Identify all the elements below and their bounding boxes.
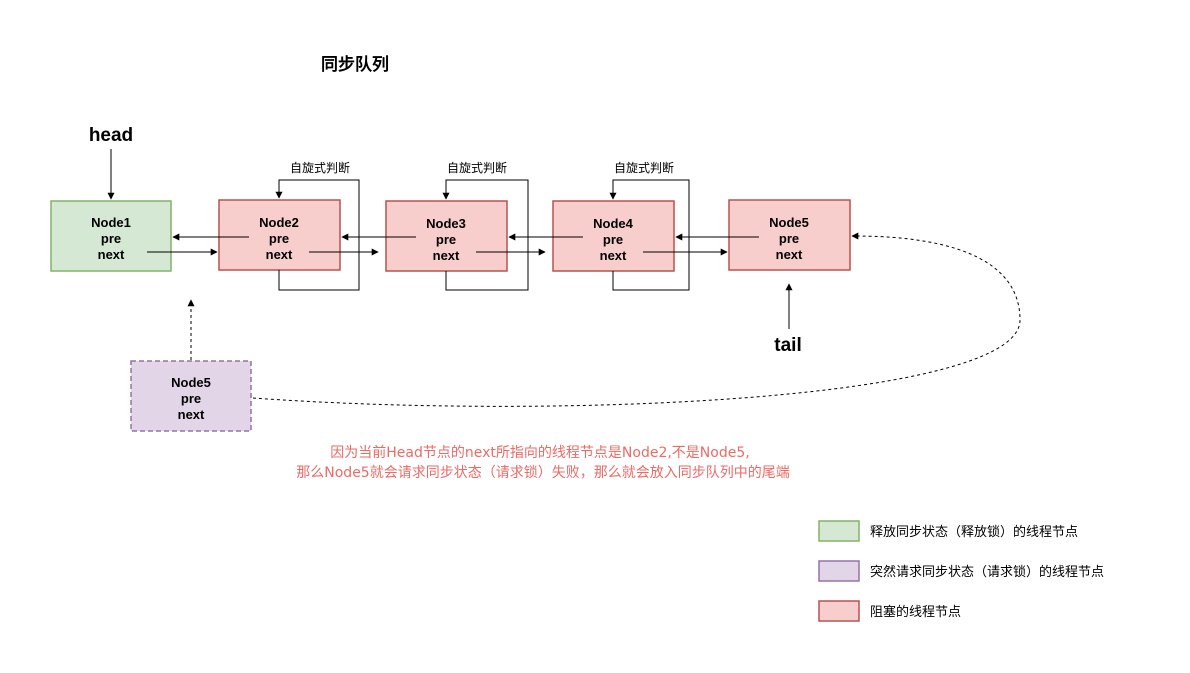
- legend-swatch-requesting: [818, 560, 860, 582]
- node-4-name: Node4: [593, 216, 634, 231]
- node-5: Node5 pre next: [728, 199, 851, 271]
- legend: 释放同步状态（释放锁）的线程节点 突然请求同步状态（请求锁）的线程节点 阻塞的线…: [818, 520, 1104, 622]
- requesting-node-box: [130, 360, 252, 432]
- note-line-1: 因为当前Head节点的next所指向的线程节点是Node2,不是Node5,: [330, 444, 749, 461]
- spin-label-node-2: 自旋式判断: [290, 160, 350, 175]
- node-1-pre: pre: [101, 231, 121, 246]
- legend-swatch-released: [818, 520, 860, 542]
- legend-label-blocked: 阻塞的线程节点: [870, 604, 961, 620]
- requesting-node-pre: pre: [181, 391, 201, 406]
- spin-loop-node-2: [275, 179, 360, 291]
- node-3-name: Node3: [426, 216, 466, 231]
- node-3-next: next: [433, 248, 460, 263]
- requesting-node-name: Node5: [171, 375, 211, 390]
- node-3-pre: pre: [436, 232, 456, 247]
- node-2-name: Node2: [259, 215, 299, 230]
- requesting-node-5: Node5 pre next: [130, 360, 252, 432]
- node-2-next: next: [266, 247, 293, 262]
- node-4-pre: pre: [603, 232, 623, 247]
- node-5-next: next: [776, 247, 803, 262]
- node-5-pre: pre: [779, 231, 799, 246]
- node-4: Node4 pre next: [552, 200, 675, 272]
- node-3-box: [385, 200, 508, 272]
- node-1-next: next: [98, 247, 125, 262]
- legend-swatch-blocked: [818, 600, 860, 622]
- legend-label-requesting: 突然请求同步状态（请求锁）的线程节点: [870, 564, 1104, 580]
- node-2-pre: pre: [269, 231, 289, 246]
- diagram-title: 同步队列: [321, 54, 389, 75]
- tail-label: tail: [774, 335, 801, 356]
- node-1-name: Node1: [91, 215, 131, 230]
- spin-label-node-3: 自旋式判断: [447, 160, 507, 175]
- node-5-name: Node5: [769, 215, 809, 230]
- node-2: Node2 pre next: [218, 199, 341, 271]
- node-3: Node3 pre next: [385, 200, 508, 272]
- node-1-box: [50, 200, 172, 272]
- node-5-box: [728, 199, 851, 271]
- spin-loop-node-4: [609, 179, 690, 291]
- node-2-box: [218, 199, 341, 271]
- enqueue-tail-arrow: [252, 232, 1021, 407]
- node-1: Node1 pre next: [50, 200, 172, 272]
- node-4-box: [552, 200, 675, 272]
- head-label: head: [89, 125, 133, 146]
- spin-label-node-4: 自旋式判断: [614, 160, 674, 175]
- node-4-next: next: [600, 248, 627, 263]
- spin-loop-node-3: [442, 179, 529, 291]
- requesting-node-next: next: [178, 407, 205, 422]
- note-line-2: 那么Node5就会请求同步状态（请求锁）失败，那么就会放入同步队列中的尾端: [296, 465, 789, 481]
- legend-label-released: 释放同步状态（释放锁）的线程节点: [870, 524, 1078, 540]
